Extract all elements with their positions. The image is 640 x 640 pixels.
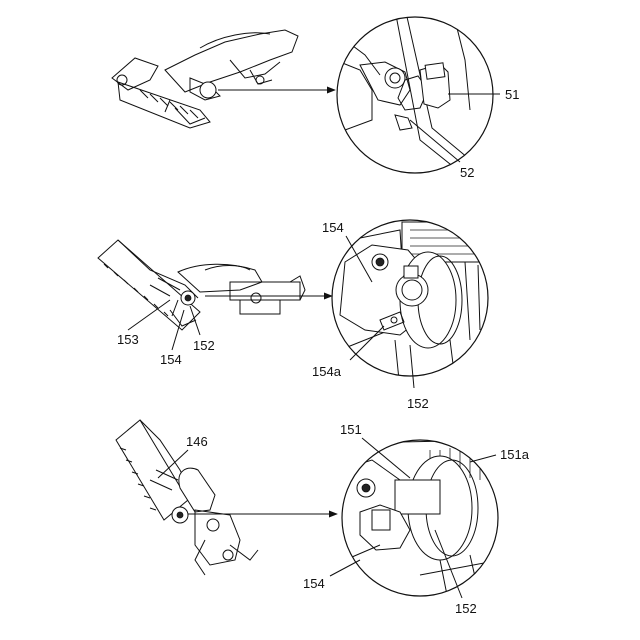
leader-154-p3 [330, 560, 360, 576]
mower-drawing-1 [112, 30, 298, 128]
label-146: 146 [186, 434, 208, 449]
panel-3: 146 151 151a 154 152 [116, 420, 530, 616]
panel-1: 51 52 [112, 8, 519, 180]
detail-circle-2 [332, 220, 502, 390]
label-152-p3: 152 [455, 601, 477, 616]
detail-circle-3 [340, 440, 500, 600]
leader-153 [128, 300, 170, 330]
label-154-p3: 154 [303, 576, 325, 591]
label-153: 153 [117, 332, 139, 347]
label-154a: 154a [312, 364, 342, 379]
label-154-main: 154 [160, 352, 182, 367]
label-151: 151 [340, 422, 362, 437]
leader-52 [410, 120, 460, 162]
mower-drawing-2 [98, 240, 305, 330]
label-152-main: 152 [193, 338, 215, 353]
label-51: 51 [505, 87, 519, 102]
label-151a: 151a [500, 447, 530, 462]
panel-2: 154 154a 152 153 154 152 [98, 220, 502, 411]
leader-151 [362, 438, 410, 478]
leader-152-detail [410, 345, 414, 388]
leader-154a [350, 326, 384, 360]
label-152-detail: 152 [407, 396, 429, 411]
leader-151a [470, 455, 496, 462]
label-52: 52 [460, 165, 474, 180]
label-154-detail: 154 [322, 220, 344, 235]
